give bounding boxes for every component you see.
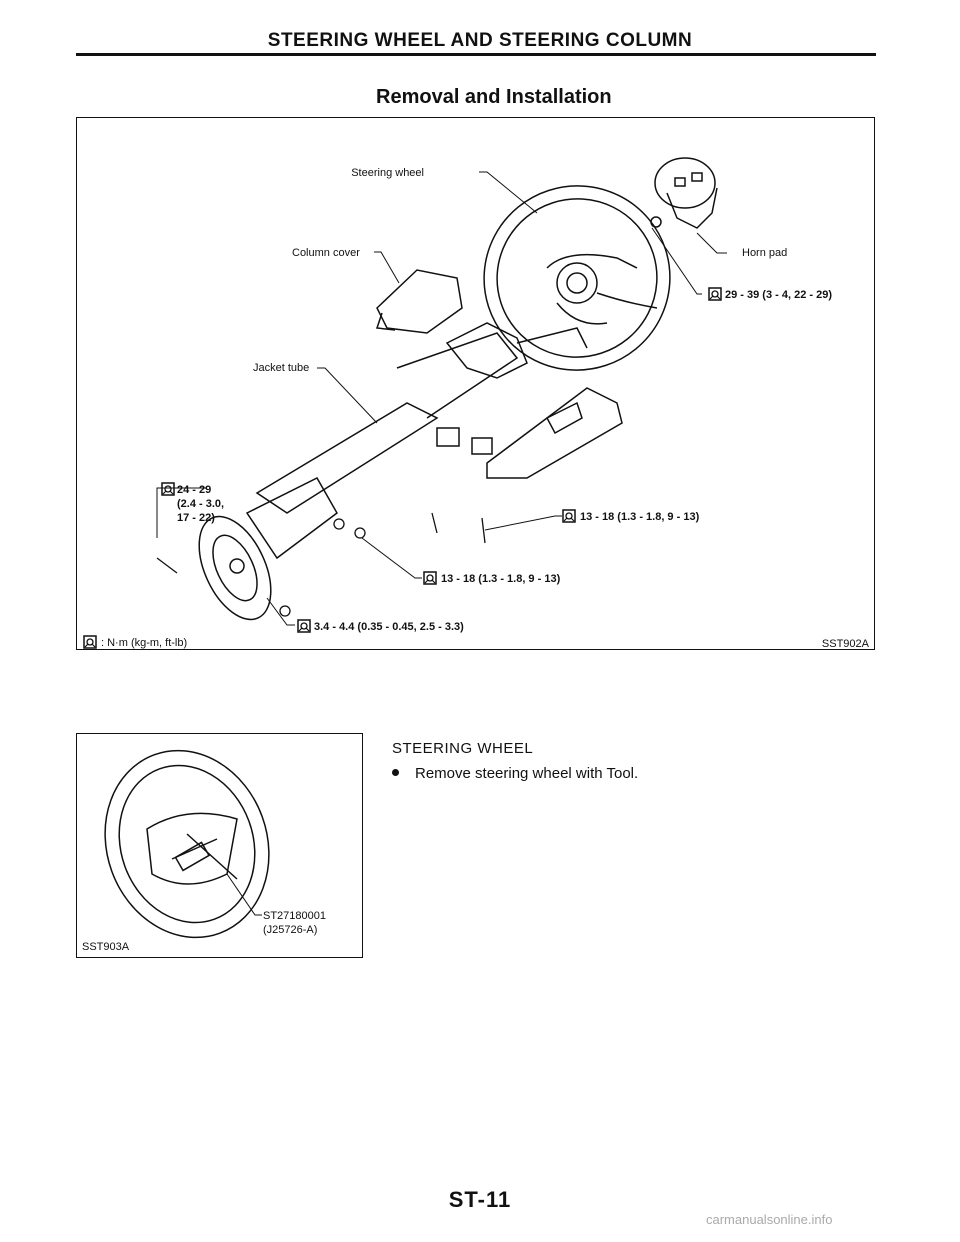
label-steering-wheel: Steering wheel: [351, 167, 424, 179]
label-torque-left-3: 17 - 22): [177, 512, 215, 524]
jacket-tube-drawing: [255, 322, 588, 514]
bolts-drawing: [156, 512, 486, 617]
leader-lines: [226, 873, 262, 916]
bullet-icon: [392, 768, 399, 776]
label-torque-left-2: (2.4 - 3.0,: [177, 498, 224, 510]
torque-icon: [423, 571, 437, 585]
torque-legend: : N·m (kg-m, ft-lb): [101, 637, 187, 649]
section-title: Removal and Installation: [376, 86, 612, 108]
label-torque-bottom: 3.4 - 4.4 (0.35 - 0.45, 2.5 - 3.3): [314, 621, 464, 633]
label-torque-mid-lower: 13 - 18 (1.3 - 1.8, 9 - 13): [441, 573, 561, 585]
label-column-cover: Column cover: [292, 247, 360, 259]
label-tool-alt: (J25726-A): [263, 924, 317, 936]
leader-lines: [156, 171, 727, 626]
watermark: carmanualsonline.info: [706, 1212, 833, 1227]
steering-wheel-heading: STEERING WHEEL: [392, 740, 534, 757]
label-jacket-tube: Jacket tube: [253, 362, 309, 374]
wheel-removal-drawing: ST27180001 (J25726-A) SST903A: [82, 749, 326, 953]
torque-icon: [297, 619, 311, 633]
label-tool-number: ST27180001: [263, 910, 326, 922]
exploded-view-drawing: Steering wheel Column cover Horn pad 29 …: [83, 157, 870, 650]
label-torque-left-1: 24 - 29: [177, 484, 211, 496]
bullet-text: Remove steering wheel with Tool.: [415, 765, 639, 782]
torque-icon: [562, 509, 576, 523]
figure-code-sst902a: SST902A: [822, 638, 870, 650]
torque-icon: [83, 635, 97, 649]
lower-cover-drawing: [486, 387, 623, 479]
horn-pad-drawing: [650, 157, 718, 229]
torque-icon: [161, 482, 175, 496]
figure-code-sst903a: SST903A: [82, 941, 130, 953]
label-horn-pad: Horn pad: [742, 247, 787, 259]
wheel-removal-figure: ST27180001 (J25726-A) SST903A: [76, 733, 363, 958]
exploded-view-figure: Steering wheel Column cover Horn pad 29 …: [76, 117, 875, 650]
steering-wheel-drawing: [483, 185, 671, 371]
page-header-title: STEERING WHEEL AND STEERING COLUMN: [267, 30, 693, 51]
label-torque-mid-right: 13 - 18 (1.3 - 1.8, 9 - 13): [580, 511, 700, 523]
steering-wheel-drawing: [104, 749, 270, 939]
header-rule: [76, 53, 876, 56]
column-cover-drawing: [375, 269, 463, 334]
bullet-item: Remove steering wheel with Tool.: [392, 765, 638, 782]
page-number: ST-11: [448, 1187, 512, 1212]
bracket-drawing: [198, 477, 338, 621]
torque-icon: [708, 287, 722, 301]
label-torque-horn: 29 - 39 (3 - 4, 22 - 29): [725, 289, 832, 301]
